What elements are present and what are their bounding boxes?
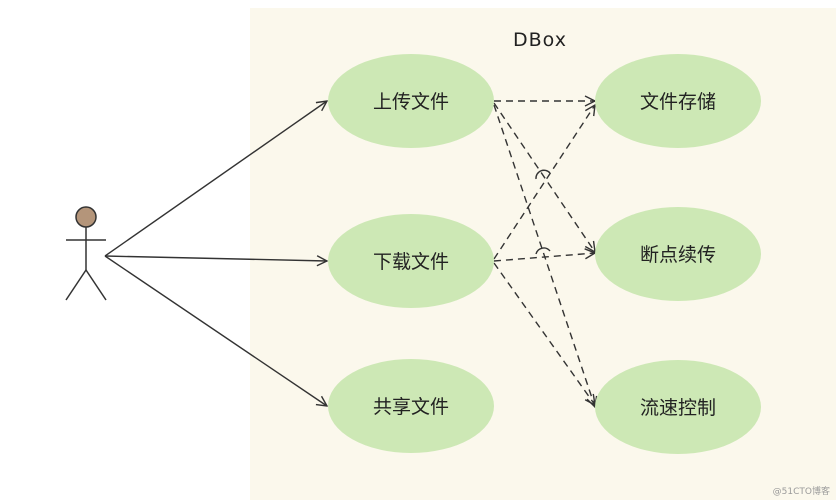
association-share — [104, 255, 327, 406]
line-hop-lower — [535, 247, 551, 255]
use-case-storage-label: 文件存储 — [640, 91, 716, 113]
actor-left-leg — [65, 269, 87, 301]
use-case-upload-label: 上传文件 — [373, 91, 449, 113]
actor-right-leg — [85, 269, 107, 301]
line-hop-upper — [535, 169, 551, 180]
association-download — [104, 256, 327, 261]
use-case-speed-control-label: 流速控制 — [640, 397, 716, 419]
include-download-resume — [493, 253, 595, 262]
use-case-storage: 文件存储 — [595, 54, 761, 148]
include-download-speed — [493, 262, 595, 405]
use-case-share-label: 共享文件 — [373, 396, 449, 418]
actor — [65, 206, 107, 301]
association-upload — [104, 101, 327, 257]
include-relations — [493, 101, 595, 407]
watermark: @51CTO博客 — [773, 485, 830, 497]
include-upload-resume — [493, 102, 595, 252]
use-case-download: 下载文件 — [328, 214, 494, 308]
actor-head — [75, 206, 97, 228]
include-download-storage — [493, 105, 595, 260]
use-case-speed-control: 流速控制 — [595, 360, 761, 454]
system-title: DBox — [513, 29, 567, 51]
include-upload-speed — [493, 104, 595, 407]
use-case-share: 共享文件 — [328, 359, 494, 453]
use-case-resume: 断点续传 — [595, 207, 761, 301]
use-case-resume-label: 断点续传 — [640, 244, 716, 266]
use-case-download-label: 下载文件 — [373, 251, 449, 273]
use-case-upload: 上传文件 — [328, 54, 494, 148]
